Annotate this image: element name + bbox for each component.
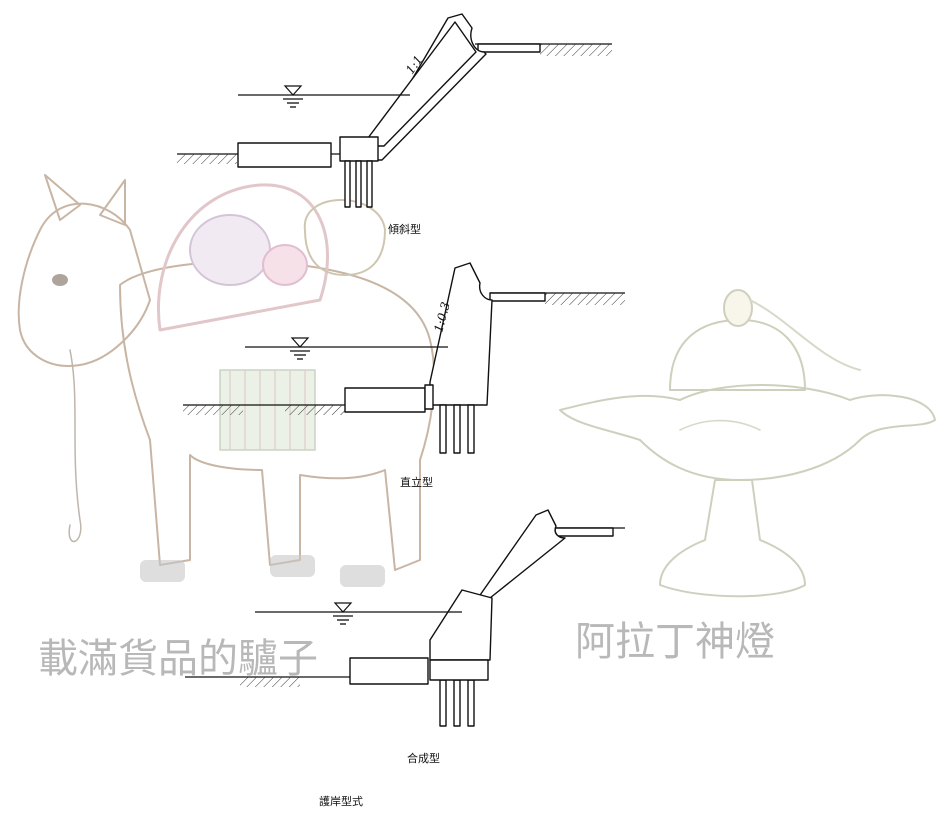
lamp-sketch-watermark	[559, 289, 936, 598]
vertical-seawall-diagram: 1:0.3 直立型	[183, 262, 625, 489]
figure-caption: 護岸型式	[319, 794, 363, 808]
type-label-inclined: 傾斜型	[388, 222, 421, 236]
inclined-seawall-diagram: 1:1 傾斜型	[177, 13, 612, 236]
donkey-caption-watermark: 載滿貨品的驢子	[38, 636, 318, 682]
composite-seawall-diagram: 合成型	[185, 509, 625, 765]
lamp-caption-watermark: 阿拉丁神燈	[575, 619, 775, 665]
donkey-sketch-watermark	[17, 174, 436, 587]
type-label-vertical: 直立型	[400, 475, 433, 489]
type-label-composite: 合成型	[407, 751, 440, 765]
